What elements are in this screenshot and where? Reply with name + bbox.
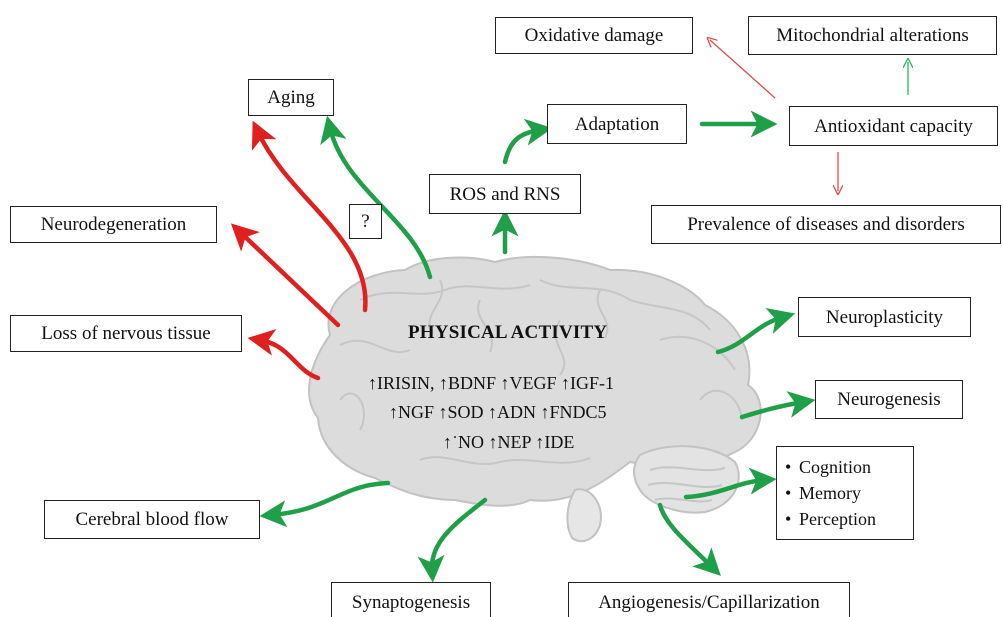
prevalence-label: Prevalence of diseases and disorders [687,214,965,235]
factors-line-1: ↑IRISIN, ↑BDNF ↑VEGF ↑IGF-1 [368,373,615,393]
arrow-to-aging-red [251,120,368,313]
ros-rns-label: ROS and RNS [449,183,561,205]
adaptation-box: Adaptation [547,104,687,144]
arrow-to-loss-tissue [247,329,321,381]
factors-line-3: ↑˙NO ↑NEP ↑IDE [443,432,575,452]
list-item: • Memory [785,480,905,506]
factors-line-2: ↑NGF ↑SOD ↑ADN ↑FNDC5 [389,402,607,422]
arrow-to-neurodegeneration [230,223,341,328]
arrow-to-cognition [683,467,777,500]
arrow-to-adaptation [502,118,553,165]
ros-rns-box: ROS and RNS [429,174,581,214]
neurogenesis-label: Neurogenesis [837,389,941,410]
angiogenesis-box: Angiogenesis/Capillarization [568,582,850,617]
bullet: • [785,457,792,477]
oxidative-damage-label: Oxidative damage [524,25,664,46]
arrow-to-angiogenesis [657,502,721,576]
cognitive-functions-list: • Cognition • Memory • Perception [785,454,905,532]
loss-tissue-box: Loss of nervous tissue [10,315,242,352]
question-box: ? [349,204,382,239]
neurodegeneration-box: Neurodegeneration [10,206,217,243]
list-item: • Cognition [785,454,905,480]
arrow-to-synaptogenesis [417,497,488,583]
loss-tissue-label: Loss of nervous tissue [41,323,211,344]
aging-label: Aging [267,87,315,108]
arrow-to-neurogenesis [739,391,816,420]
arrow-antioxidant-oxidative [710,40,776,99]
arrow-to-blood-flow [259,480,391,528]
oxidative-damage-box: Oxidative damage [495,17,693,54]
mitochondrial-alterations-box: Mitochondrial alterations [748,16,997,55]
arrow-to-aging-green [320,115,433,280]
list-item-label: Cognition [799,457,872,477]
prevalence-box: Prevalence of diseases and disorders [651,205,1001,244]
mitochondrial-alterations-label: Mitochondrial alterations [776,25,969,46]
arrow-to-neuroplasticity [715,307,796,355]
cerebral-blood-flow-box: Cerebral blood flow [44,500,260,539]
question-mark: ? [361,211,370,232]
bullet: • [785,509,792,529]
physical-activity-title: PHYSICAL ACTIVITY [408,322,608,343]
antioxidant-capacity-box: Antioxidant capacity [789,106,998,146]
synaptogenesis-label: Synaptogenesis [351,591,471,613]
neurogenesis-box: Neurogenesis [815,380,963,419]
neuroplasticity-box: Neuroplasticity [798,297,971,337]
aging-box: Aging [248,79,334,116]
antioxidant-capacity-label: Antioxidant capacity [814,115,973,137]
list-item: • Perception [785,506,905,532]
neurodegeneration-label: Neurodegeneration [40,214,187,235]
list-item-label: Memory [799,483,861,503]
cerebral-blood-flow-label: Cerebral blood flow [75,509,229,530]
neuroplasticity-label: Neuroplasticity [825,306,944,328]
bullet: • [785,483,792,503]
cognitive-functions-box: • Cognition • Memory • Perception [776,446,914,540]
synaptogenesis-box: Synaptogenesis [331,582,491,617]
list-item-label: Perception [799,509,876,529]
adaptation-label: Adaptation [574,113,660,135]
angiogenesis-label: Angiogenesis/Capillarization [598,591,820,613]
